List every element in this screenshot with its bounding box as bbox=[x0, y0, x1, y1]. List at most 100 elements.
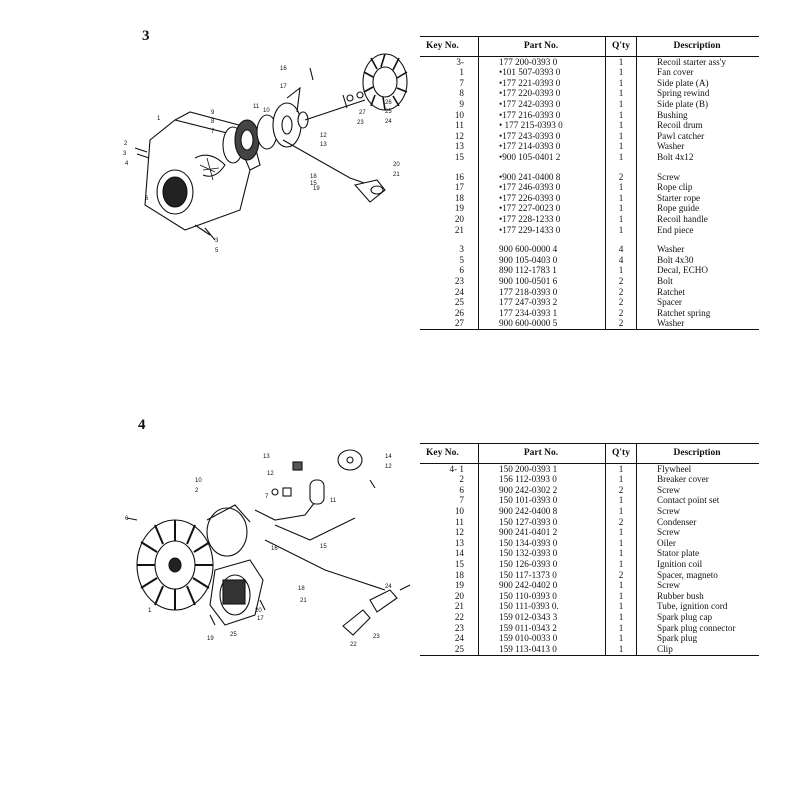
svg-text:2: 2 bbox=[195, 488, 199, 494]
part-no-cell: •177 242-0393 0 bbox=[478, 99, 606, 110]
qty-cell: 1 bbox=[605, 67, 637, 79]
qty-cell: 1 bbox=[605, 214, 637, 225]
svg-text:23: 23 bbox=[373, 634, 380, 640]
svg-text:18: 18 bbox=[298, 586, 305, 592]
svg-text:10: 10 bbox=[195, 478, 202, 484]
description-cell: Recoil handle bbox=[636, 214, 759, 225]
key-no-cell: 4- 1 bbox=[449, 463, 464, 474]
qty-cell: 1 bbox=[605, 644, 637, 656]
key-no-cell: 14 bbox=[454, 548, 464, 559]
part-no-cell: 900 105-0403 0 bbox=[478, 255, 606, 266]
svg-text:20: 20 bbox=[255, 608, 262, 614]
part-no-cell: •177 226-0393 0 bbox=[478, 193, 606, 204]
key-no-cell: 15 bbox=[454, 152, 464, 163]
svg-text:5: 5 bbox=[215, 248, 219, 254]
qty-cell: 2 bbox=[605, 318, 637, 331]
svg-text:4: 4 bbox=[125, 161, 129, 167]
svg-text:7: 7 bbox=[211, 129, 215, 135]
description-cell: Screw bbox=[636, 171, 759, 183]
qty-cell: 4 bbox=[605, 255, 637, 266]
part-no-cell: 150 127-0393 0 bbox=[478, 516, 606, 528]
part-no-cell: •101 507-0393 0 bbox=[478, 67, 606, 79]
svg-text:6: 6 bbox=[125, 516, 129, 522]
qty-cell: 1 bbox=[605, 109, 637, 121]
svg-text:1: 1 bbox=[157, 116, 161, 122]
description-cell: Breaker cover bbox=[636, 474, 759, 486]
qty-cell: 1 bbox=[605, 78, 637, 89]
svg-text:16: 16 bbox=[280, 66, 287, 72]
qty-cell: 1 bbox=[605, 88, 637, 100]
part-no-cell: 150 110-0393 0 bbox=[478, 591, 606, 602]
qty-cell: 1 bbox=[605, 633, 637, 645]
qty-cell: 1 bbox=[605, 538, 637, 549]
table-spacer-row bbox=[420, 235, 759, 245]
description-cell: Oiler bbox=[636, 538, 759, 549]
part-no-cell: 150 132-0393 0 bbox=[478, 548, 606, 560]
svg-text:25: 25 bbox=[385, 109, 392, 115]
part-no-cell: 150 117-1373 0 bbox=[478, 569, 606, 581]
key-no-cell: 23 bbox=[454, 622, 464, 633]
header-key-no: Key No. bbox=[420, 36, 479, 57]
part-no-cell: 177 200-0393 0 bbox=[478, 56, 606, 68]
description-cell: Recoil starter ass'y bbox=[636, 56, 759, 68]
svg-text:15: 15 bbox=[320, 544, 327, 550]
key-no-cell: 12 bbox=[454, 527, 464, 538]
description-cell: Tube, ignition cord bbox=[636, 601, 759, 613]
key-no-cell: 12 bbox=[454, 130, 464, 141]
qty-cell: 1 bbox=[605, 99, 637, 110]
qty-cell: 1 bbox=[605, 495, 637, 507]
svg-text:7: 7 bbox=[265, 494, 269, 500]
svg-text:14: 14 bbox=[385, 454, 392, 460]
svg-text:12: 12 bbox=[385, 464, 392, 470]
part-no-cell: 150 101-0393 0 bbox=[478, 495, 606, 507]
key-no-cell: 9 bbox=[459, 99, 464, 110]
key-no-cell: 3 bbox=[459, 244, 464, 255]
svg-text:19: 19 bbox=[313, 186, 320, 192]
svg-text:11: 11 bbox=[253, 104, 260, 110]
qty-cell: 2 bbox=[605, 276, 637, 287]
svg-text:12: 12 bbox=[267, 471, 274, 477]
qty-cell: 1 bbox=[605, 265, 637, 277]
svg-text:11: 11 bbox=[330, 498, 337, 504]
svg-text:26: 26 bbox=[385, 100, 392, 106]
part-no-cell: 150 126-0393 0 bbox=[478, 559, 606, 570]
key-no-cell: 26 bbox=[454, 307, 464, 318]
svg-text:6: 6 bbox=[145, 196, 149, 202]
svg-text:25: 25 bbox=[230, 632, 237, 638]
key-no-cell: 20 bbox=[454, 214, 464, 224]
header-part-no: Part No. bbox=[478, 443, 606, 464]
description-cell: Spark plug bbox=[636, 633, 759, 645]
qty-cell: 1 bbox=[605, 506, 637, 517]
description-cell: Ratchet spring bbox=[636, 308, 759, 319]
key-no-cell: 13 bbox=[454, 537, 464, 548]
qty-cell: 1 bbox=[605, 580, 637, 592]
key-no-cell: 3- bbox=[456, 56, 464, 67]
qty-cell: 1 bbox=[605, 182, 637, 194]
description-cell: Spacer, magneto bbox=[636, 569, 759, 581]
svg-text:12: 12 bbox=[320, 133, 327, 139]
qty-cell: 2 bbox=[605, 297, 637, 309]
part-no-cell: •177 220-0393 0 bbox=[478, 88, 606, 100]
svg-text:27: 27 bbox=[359, 110, 366, 116]
key-no-cell: 7 bbox=[459, 77, 464, 88]
qty-cell: 1 bbox=[605, 474, 637, 486]
